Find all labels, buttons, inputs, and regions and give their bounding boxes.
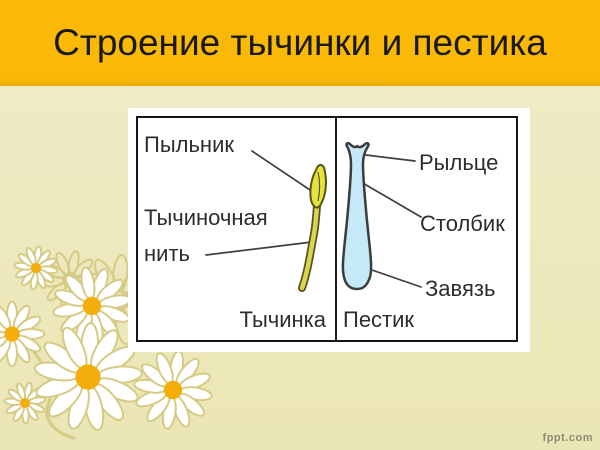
daisy-flower [13, 245, 59, 291]
daisy-center [4, 326, 20, 342]
stigma-pointer-line [365, 154, 416, 162]
style-pointer-line [360, 181, 422, 218]
figure-panel: Пыльник Тычиночная нить Тычинка Рыльце С… [128, 108, 530, 352]
daisy-center [163, 380, 183, 400]
daisy-flower [3, 381, 47, 425]
pistil-drawing [341, 141, 373, 291]
anther-label: Пыльник [144, 132, 234, 157]
slide-title: Строение тычинки и пестика [53, 22, 547, 63]
daisy-petal [67, 250, 80, 276]
style-label: Столбик [420, 211, 505, 236]
daisy-flower [33, 322, 143, 431]
diagram-box: Пыльник Тычиночная нить Тычинка Рыльце С… [136, 116, 518, 342]
daisy-center [75, 364, 101, 390]
diagram-artwork [205, 118, 422, 340]
filament-pointer-line [205, 241, 313, 256]
stamen-drawing [298, 164, 327, 292]
ovary-pointer-line [371, 269, 422, 288]
daisy-decoration [0, 245, 213, 440]
anther-vein-line [317, 171, 321, 202]
stamen-label: Тычинка [239, 307, 326, 332]
filament-label-line2: нить [144, 241, 190, 266]
stigma-label: Рыльце [419, 150, 499, 175]
fppt-watermark: fppt.com [542, 432, 593, 444]
filament-label-line1: Тычиночная [144, 205, 268, 230]
daisy-flower [0, 300, 46, 368]
daisy-center [30, 262, 42, 274]
daisy-center [82, 296, 102, 316]
anther-pointer-line [251, 150, 311, 191]
pistil-label: Пестик [343, 307, 415, 332]
daisy-center [20, 398, 30, 408]
title-band: Строение тычинки и пестика [0, 0, 600, 86]
daisy-flower [133, 350, 213, 430]
filament-fill-shape [299, 202, 320, 291]
ovary-label: Завязь [425, 276, 496, 301]
anther-shape [309, 164, 327, 209]
